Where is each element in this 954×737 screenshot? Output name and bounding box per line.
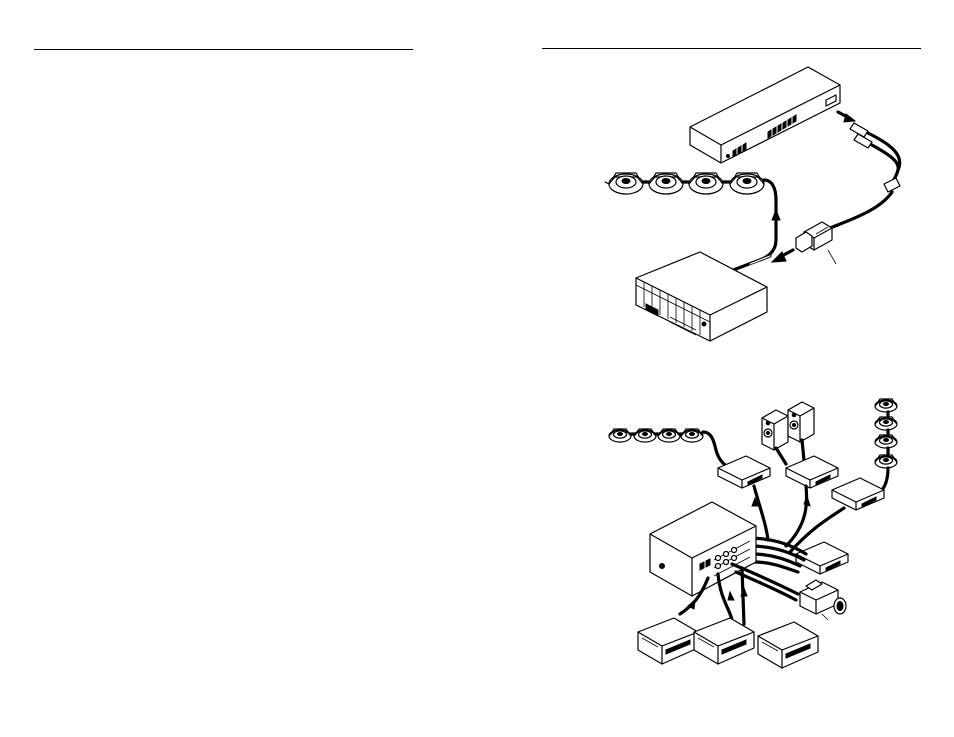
top-connection-diagram <box>600 60 940 360</box>
ceiling-speaker-chain <box>605 173 780 260</box>
right-header-rule <box>542 48 921 49</box>
interface-box-lower <box>796 542 848 574</box>
left-ceiling-speaker-chain <box>609 429 730 468</box>
studio-monitor-speakers <box>762 402 814 464</box>
rca-audio-cable <box>830 123 900 228</box>
video-recorder-right <box>758 622 818 668</box>
right-ceiling-speaker-chain <box>875 399 897 494</box>
cable-adapter <box>796 222 836 264</box>
top-diagram-svg <box>600 60 940 360</box>
interface-box-right <box>832 478 884 510</box>
bottom-system-diagram <box>600 388 940 668</box>
bottom-diagram-svg <box>600 388 940 668</box>
interface-box-middle <box>786 456 838 488</box>
vcr-deck-left <box>638 618 698 664</box>
interface-box-left <box>718 456 770 488</box>
matrix-switcher <box>650 502 756 596</box>
switcher-rack-unit <box>690 67 840 163</box>
left-header-rule <box>34 49 413 50</box>
camcorder <box>800 580 846 620</box>
